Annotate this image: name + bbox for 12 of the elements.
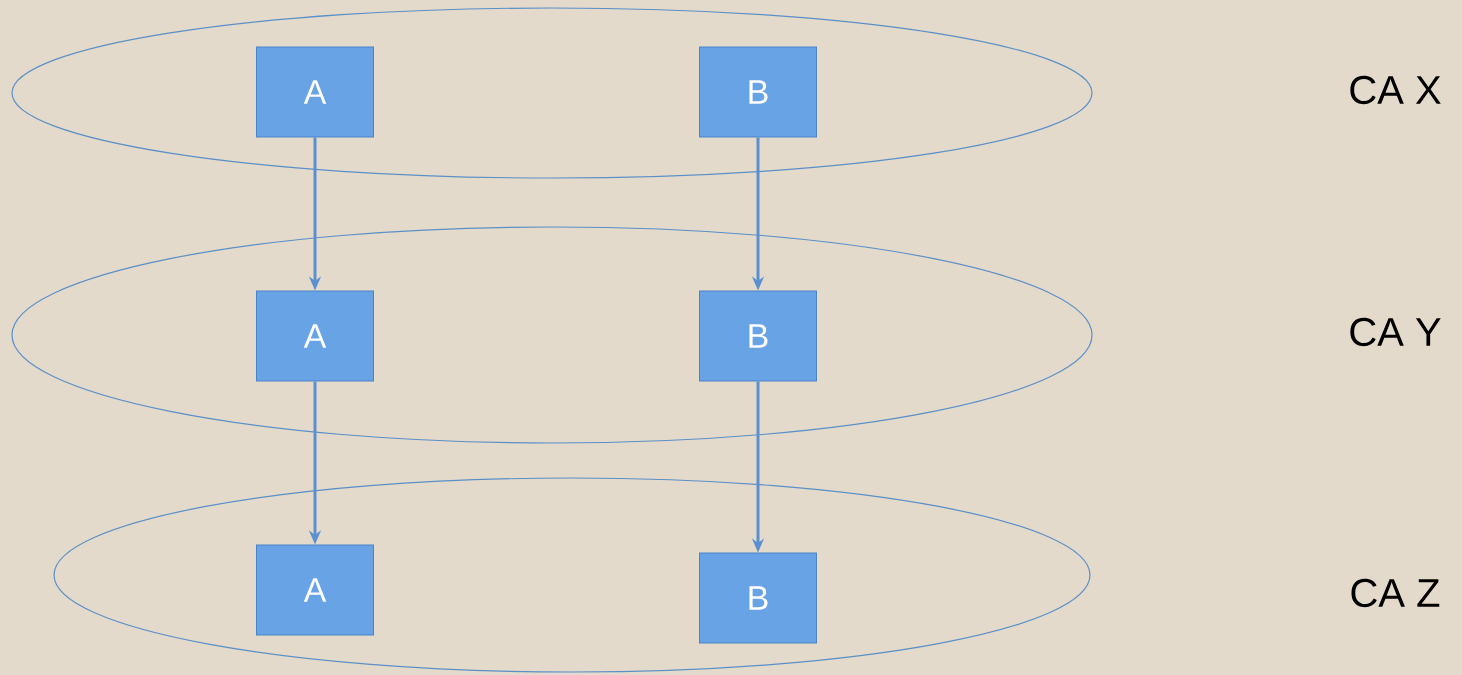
process-box: A bbox=[256, 290, 374, 382]
process-box: B bbox=[699, 552, 817, 644]
ellipse bbox=[11, 7, 1093, 179]
ellipse bbox=[53, 477, 1091, 673]
process-box: B bbox=[699, 46, 817, 138]
process-box: A bbox=[256, 544, 374, 636]
layer-label: CA Z bbox=[1351, 578, 1440, 608]
process-box: A bbox=[256, 46, 374, 138]
ellipse bbox=[11, 226, 1093, 444]
process-box: B bbox=[699, 290, 817, 382]
layer-label: CA X bbox=[1350, 75, 1441, 105]
layer-label: CA Y bbox=[1350, 317, 1441, 347]
